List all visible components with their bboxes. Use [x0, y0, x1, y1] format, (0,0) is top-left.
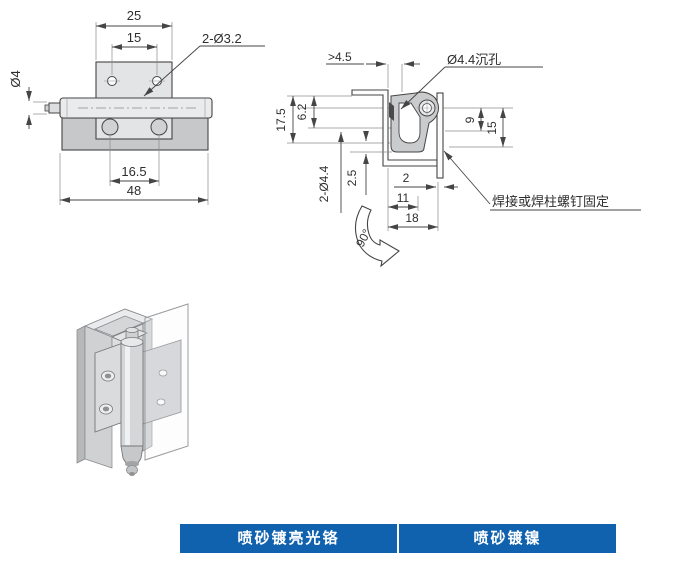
counterbore-section [389, 102, 394, 121]
dim-min-clearance: >4.5 [328, 50, 352, 64]
tip-ring [125, 461, 139, 467]
dim-hole-offset: 11 [397, 191, 410, 205]
dim-flange-height: 15 [485, 121, 499, 135]
tip-point [129, 472, 135, 476]
dim-knuckle-spacing: 16.5 [121, 164, 146, 179]
left-knuckle [101, 118, 119, 136]
finish-option-chrome: 喷砂镀亮光铬 [180, 524, 397, 553]
glass-door-panel [144, 303, 189, 461]
label-top-holes: 2-Ø3.2 [202, 31, 242, 46]
finish-option-nickel: 喷砂镀镍 [399, 524, 616, 553]
dim-hole-spacing: 15 [127, 30, 141, 45]
side-view-dimensions: >4.5 Ø4.4沉孔 17.5 6.2 2-Ø4.4 2.5 [274, 50, 641, 268]
dim-bottom-offset: 2.5 [345, 169, 359, 186]
barrel-highlight [125, 343, 130, 445]
hinge-front-geometry [44, 61, 213, 151]
pin-head-cap [125, 327, 139, 333]
dim-panel-gap: 2 [403, 171, 410, 185]
product-3d-render [76, 303, 189, 476]
label-mount-holes: 2-Ø4.4 [317, 165, 331, 202]
side-view-drawing: >4.5 Ø4.4沉孔 17.5 6.2 2-Ø4.4 2.5 [274, 50, 641, 268]
label-pin-diameter: Ø4 [8, 70, 23, 87]
leaf-hook-cutout [398, 102, 421, 144]
right-leaf-hole [158, 369, 168, 377]
dim-top-offset: 6.2 [295, 103, 309, 120]
hinge-3d [94, 327, 182, 476]
dim-plate-width: 25 [127, 8, 141, 23]
dim-pin-to-flange: 9 [463, 116, 477, 123]
front-view-dimensions: 25 15 2-Ø3.2 Ø4 16.5 48 [8, 8, 265, 205]
right-knuckle [150, 118, 168, 136]
dim-overall-depth: 18 [405, 211, 419, 225]
rotation-arrow-icon [354, 205, 400, 268]
door-panel [436, 92, 444, 179]
countersunk-hole-inner [102, 406, 110, 412]
left-leaf [94, 342, 124, 433]
pin-tip [44, 104, 50, 112]
dim-overall-length: 48 [127, 183, 141, 198]
pin-end [48, 102, 61, 114]
dim-overall-height: 17.5 [274, 108, 288, 132]
mounting-note: 焊接或焊柱螺钉固定 [492, 194, 609, 209]
barrel-top-cap [120, 337, 144, 347]
label-counterbore: Ø4.4沉孔 [447, 52, 501, 67]
countersunk-hole-inner [104, 373, 112, 379]
barrel-3d [120, 341, 144, 447]
finish-options: 喷砂镀亮光铬 喷砂镀镍 [180, 524, 616, 553]
right-leaf-hole [156, 398, 166, 406]
front-view-drawing: 25 15 2-Ø3.2 Ø4 16.5 48 [8, 8, 265, 205]
